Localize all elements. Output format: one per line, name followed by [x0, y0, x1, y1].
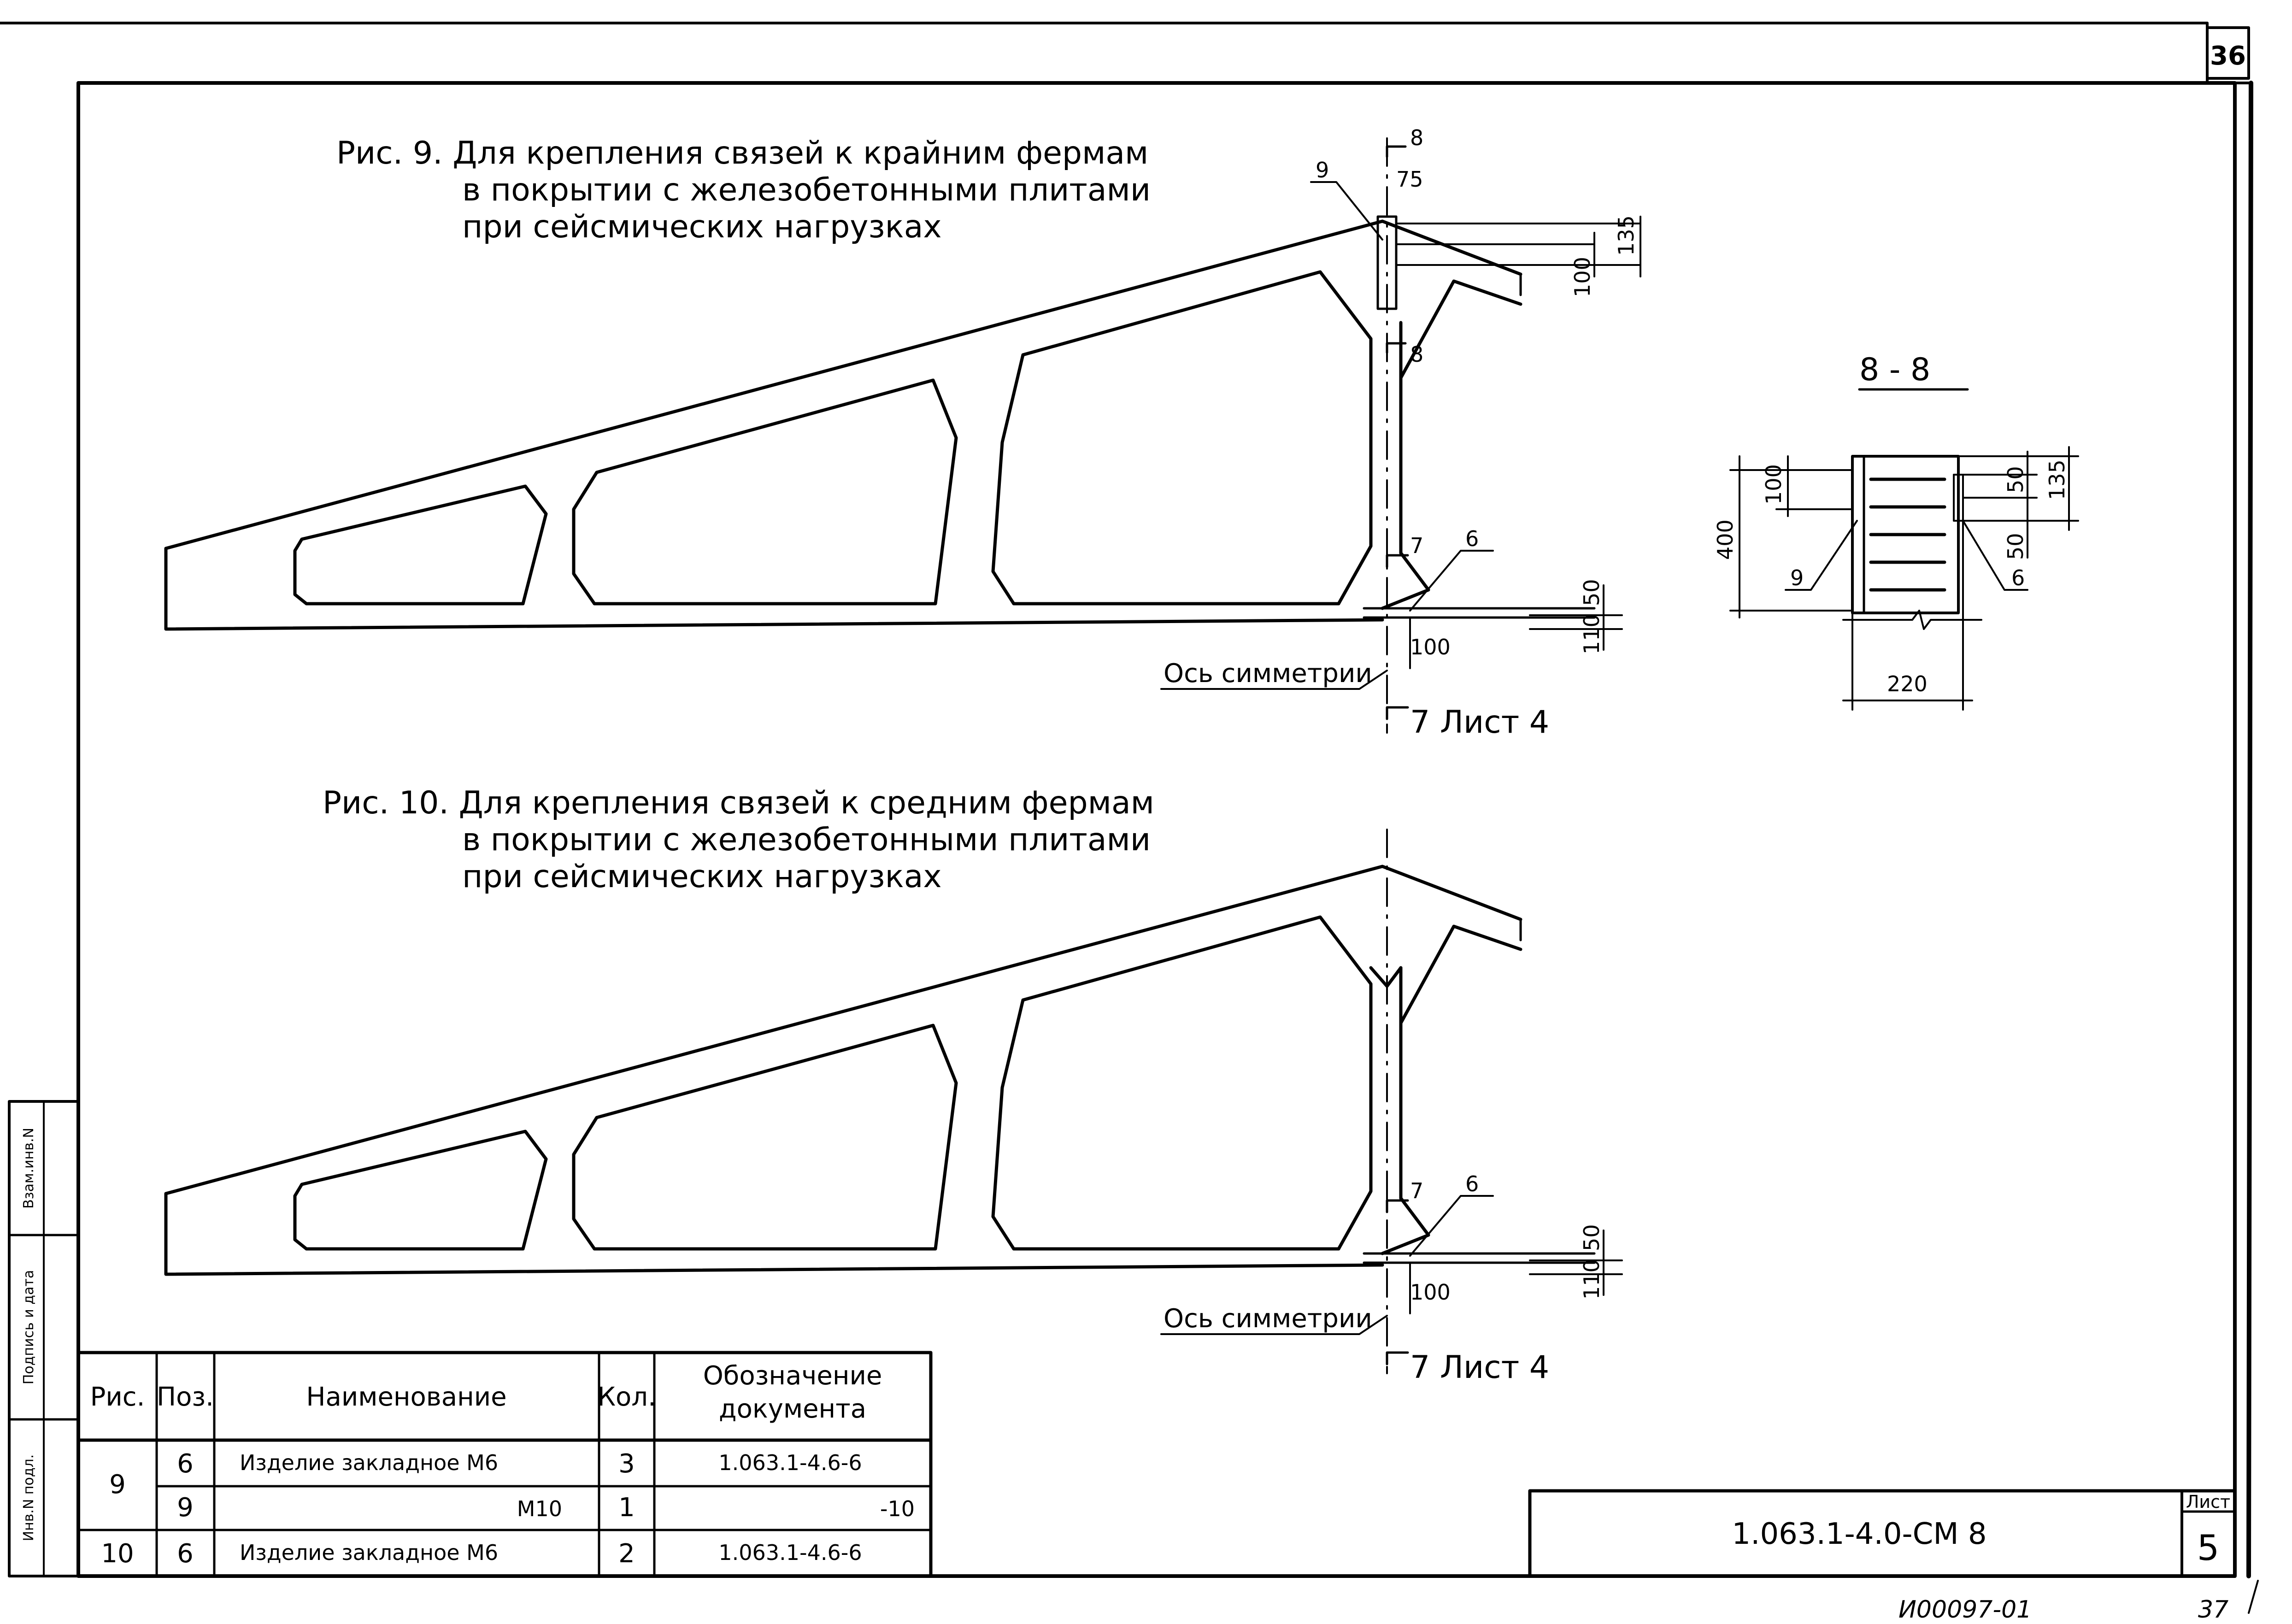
section-pos6-label: 6	[2011, 565, 2025, 590]
section-dim-400: 400	[1713, 519, 1738, 560]
title-code: 1.063.1-4.0-СМ 8	[1732, 1517, 1986, 1551]
fig9-pos6-label: 6	[1465, 526, 1479, 551]
section-dim-220: 220	[1887, 671, 1928, 696]
title-sheet-label: Лист	[2186, 1492, 2230, 1512]
table-row1-pos: 6	[177, 1449, 194, 1479]
fig9-dim-50: 50	[1579, 579, 1604, 606]
fig9-caption: Рис. 9. Для крепления связей к крайним ф…	[336, 135, 1151, 245]
section-dim-50-top: 50	[2003, 466, 2028, 493]
table-row3-pos: 6	[177, 1539, 194, 1569]
title-block: 1.063.1-4.0-СМ 8 Лист 5	[1528, 1489, 2237, 1578]
table-header-doc: Обозначение документа	[703, 1361, 882, 1424]
table-row3-name: Изделие закладное М6	[240, 1540, 498, 1565]
stamp-signature-date: Подпись и дата	[21, 1270, 37, 1385]
fig10-caption: Рис. 10. Для крепления связей к средним …	[323, 785, 1154, 895]
title-sheet-number: 5	[2197, 1527, 2219, 1568]
table-header-fig: Рис.	[90, 1382, 145, 1412]
spec-table: Рис. Поз. Наименование Кол. Обозначение …	[76, 1351, 933, 1578]
fig9-caption-line1: Рис. 9. Для крепления связей к крайним ф…	[336, 135, 1148, 171]
archive-number: И00097-01	[1898, 1596, 2032, 1624]
fig9-caption-line3: при сейсмических нагрузках	[462, 209, 942, 245]
fig9-axis-label: Ось симметрии	[1164, 659, 1372, 688]
fig10-caption-line1: Рис. 10. Для крепления связей к средним …	[323, 785, 1154, 821]
section-dim-135: 135	[2045, 459, 2069, 500]
table-header-qty: Кол.	[597, 1382, 656, 1412]
fig9-caption-line2: в покрытии с железобетонными плитами	[462, 172, 1151, 208]
fig10-section7-sheet-ref: 7 Лист 4	[1410, 1349, 1549, 1386]
section-dim-50-mid: 50	[2003, 533, 2028, 560]
section-title: 8 - 8	[1859, 352, 1930, 388]
corner-number: 36	[2210, 41, 2246, 71]
fig9-truss: 8 8 9 75 135 100 7 6 50 110 100 Ось симм…	[164, 125, 1641, 741]
fig9-dim-100-top: 100	[1570, 257, 1595, 297]
fig10-caption-line2: в покрытии с железобетонными плитами	[462, 822, 1151, 858]
fig9-pos9-label: 9	[1316, 158, 1329, 182]
table-row1-qty: 3	[618, 1449, 635, 1479]
table-header-doc-wrap: Обозначение документа	[703, 1361, 882, 1424]
sheet-frame	[0, 22, 2259, 1614]
fig10-axis-label: Ось симметрии	[1164, 1304, 1372, 1334]
fig9-dim-110: 110	[1579, 614, 1604, 654]
table-row2-pos: 9	[177, 1493, 194, 1523]
table-row1-fig: 9	[109, 1470, 126, 1500]
section-dim-100: 100	[1761, 464, 1786, 505]
table-row1-doc: 1.063.1-4.6-6	[718, 1450, 862, 1475]
corner-number-box: 36	[2206, 26, 2250, 80]
page-number: 37	[2198, 1596, 2228, 1624]
table-row2-qty: 1	[618, 1493, 635, 1523]
fig10-section7-mark: 7	[1410, 1178, 1423, 1203]
fig10-dim-110: 110	[1579, 1259, 1604, 1300]
table-header-name: Наименование	[306, 1382, 506, 1412]
section8-mark-bottom: 8	[1410, 342, 1423, 367]
fig10-pos6-label: 6	[1465, 1171, 1479, 1196]
section8-mark-top: 8	[1410, 125, 1423, 150]
fig9-dim-135: 135	[1614, 215, 1639, 256]
stamp-replaced-inv: Взам.инв.N	[21, 1128, 37, 1209]
table-row1-name: Изделие закладное М6	[240, 1450, 498, 1475]
fig9-section7-mark: 7	[1410, 533, 1423, 558]
fig10-caption-line3: при сейсмических нагрузках	[462, 859, 942, 895]
table-row3-doc: 1.063.1-4.6-6	[718, 1540, 862, 1565]
fig9-dim-75: 75	[1396, 167, 1423, 192]
stamp-original-inv: Инв.N подл.	[21, 1454, 37, 1542]
section-8-8: 8 - 8 400 100 50 135 50 9 6	[1713, 352, 2079, 711]
table-row2-name: М10	[517, 1496, 562, 1521]
side-stamp: Взам.инв.N Подпись и дата Инв.N подл.	[8, 1100, 80, 1577]
fig9-section7-sheet-ref: 7 Лист 4	[1410, 704, 1549, 741]
table-row3-qty: 2	[618, 1539, 635, 1569]
section-pos9-label: 9	[1790, 565, 1804, 590]
fig10-dim-100: 100	[1410, 1280, 1451, 1305]
table-row3-fig: 10	[101, 1539, 134, 1569]
fig9-dim-100-bottom: 100	[1410, 635, 1451, 659]
table-row2-doc: -10	[880, 1496, 915, 1521]
fig10-truss: 7 6 50 110 100 Ось симметрии 7 Лист 4	[164, 829, 1623, 1386]
fig10-dim-50: 50	[1579, 1224, 1604, 1251]
table-header-pos: Поз.	[157, 1382, 214, 1412]
